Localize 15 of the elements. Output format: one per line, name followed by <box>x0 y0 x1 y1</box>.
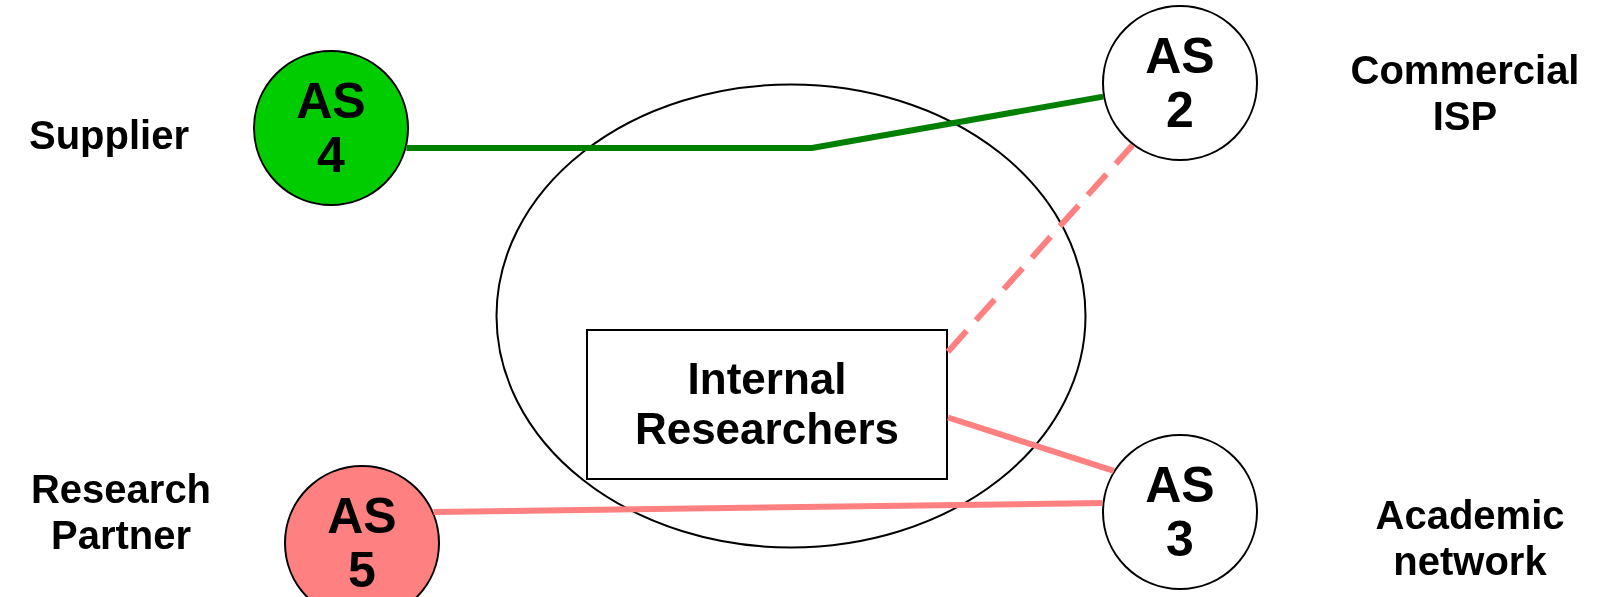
node-label: AS 4 <box>295 74 367 182</box>
ellipse-region <box>495 83 1087 549</box>
node-label: AS 3 <box>1144 458 1216 566</box>
process-box <box>586 328 948 480</box>
node-caption: Academic network <box>1374 492 1566 584</box>
node-caption: Research Partner <box>29 466 213 558</box>
connector-line <box>433 500 1103 515</box>
node-caption: Commercial ISP <box>1350 47 1580 139</box>
node-label: AS 2 <box>1144 29 1216 137</box>
dashed-connector <box>945 142 1135 354</box>
node-label: AS 5 <box>326 489 398 597</box>
node-caption: Supplier <box>28 112 190 158</box>
connector-line <box>947 414 1115 474</box>
node-label: Internal Researchers <box>633 354 901 454</box>
connector-line <box>406 93 1104 151</box>
